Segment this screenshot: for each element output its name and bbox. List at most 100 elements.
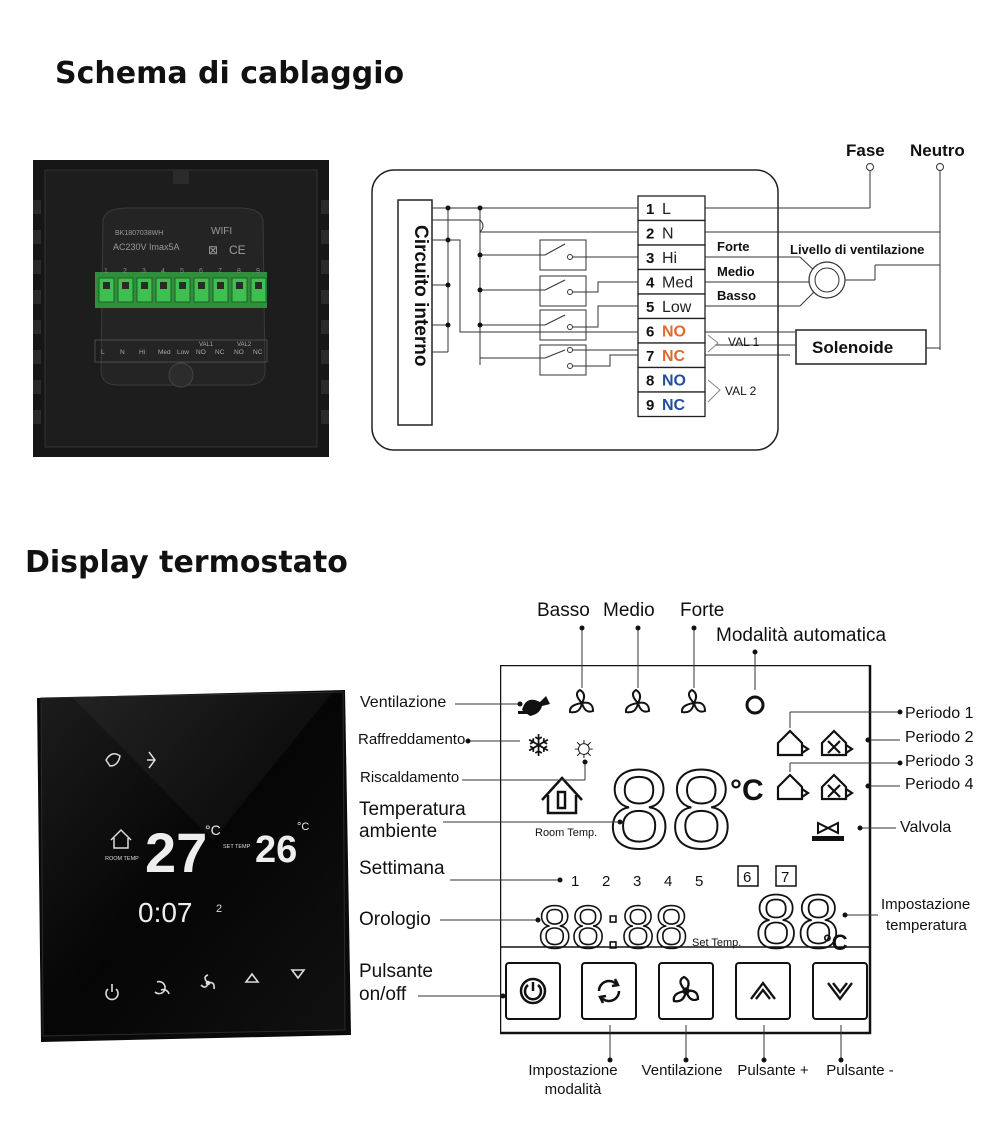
callout-imp-temp-1: Impostazione	[881, 896, 971, 913]
neutral-label: Neutro	[910, 141, 965, 160]
lcd-house-icon	[541, 776, 583, 815]
neutral-terminal	[936, 163, 944, 171]
back-pin-num: 9	[256, 268, 260, 275]
callout-pulsante-1: Pulsante	[359, 961, 433, 982]
lcd-fan-icon	[624, 688, 651, 714]
callout-raffreddamento: Raffreddamento	[358, 731, 466, 748]
callout-riscaldamento: Riscaldamento	[360, 769, 460, 786]
front-weekday: 2	[216, 903, 222, 915]
front-down-icon	[290, 969, 306, 980]
callout-pulsante-piu: Pulsante +	[737, 1062, 809, 1079]
callout-imp-temp-2: temperatura	[886, 917, 967, 934]
callout-periodo-3: Periodo 3	[905, 753, 974, 770]
back-pin-num: 7	[218, 268, 222, 275]
back-pin-num: 4	[161, 268, 165, 275]
terminal-num: 2	[646, 226, 654, 243]
solenoid-box	[795, 329, 927, 365]
back-pin-num: 3	[142, 268, 146, 275]
back-pin-label: Hi	[139, 349, 145, 356]
back-terminal	[155, 277, 172, 303]
lcd-big-unit: °C	[730, 774, 764, 807]
lcd-auto-icon	[745, 695, 765, 715]
svg-text:⊠: ⊠	[208, 243, 218, 257]
speed-forte: Forte	[717, 239, 750, 254]
lcd-fan-icon	[568, 688, 595, 714]
front-mode-icon	[154, 980, 170, 995]
callout-forte: Forte	[680, 600, 725, 621]
terminal-label: NC	[662, 348, 686, 365]
back-pin-label: NO	[196, 349, 206, 356]
back-pin-label: Med	[158, 349, 171, 356]
front-up-icon	[244, 972, 260, 983]
speed-medio: Medio	[717, 264, 755, 279]
lcd-room-temp-label: Room Temp.	[535, 827, 597, 839]
terminal-label: NO	[662, 373, 686, 390]
val2-label: VAL 2	[725, 384, 757, 398]
callout-medio: Medio	[603, 600, 655, 621]
lcd-weekday: 4	[664, 873, 672, 890]
lcd-period-icon	[820, 773, 854, 801]
back-terminal	[212, 277, 229, 303]
callout-pulsante-meno: Pulsante -	[826, 1062, 894, 1079]
display-heading: Display termostato	[25, 545, 348, 580]
lcd-weekday: 2	[602, 873, 610, 890]
back-pin-label: L	[101, 349, 105, 356]
front-set-temp-label: SET TEMP	[223, 844, 251, 850]
terminal-label: N	[662, 226, 674, 243]
terminal-num: 8	[646, 373, 654, 390]
terminal-num: 9	[646, 397, 654, 414]
lcd-snowflake-icon: ❄	[526, 730, 551, 763]
back-pin-num: 5	[180, 268, 184, 275]
model-label: BK1807038WH	[115, 230, 163, 237]
terminal-label: Hi	[662, 250, 677, 267]
callout-periodo-1: Periodo 1	[905, 705, 974, 722]
front-room-unit: °C	[205, 822, 221, 838]
front-clock: 0:07	[138, 897, 193, 928]
lcd-weekday: 1	[571, 873, 579, 890]
front-power-icon	[105, 984, 119, 1001]
lcd-valve-icon	[812, 821, 844, 841]
back-group-label: VAL1	[199, 342, 214, 348]
phase-terminal	[866, 163, 874, 171]
lcd-fan-button-icon	[672, 975, 700, 1003]
terminal-6	[637, 317, 706, 344]
front-set-unit: °C	[297, 821, 309, 833]
back-pin-num: 1	[104, 268, 108, 275]
val1-label: VAL 1	[728, 335, 760, 349]
lcd-set-unit: °C	[823, 930, 848, 955]
back-pin-label: NC	[253, 349, 263, 356]
lcd-period-icon	[776, 729, 810, 757]
terminal-num: 3	[646, 250, 654, 267]
callout-pulsante-2: on/off	[359, 984, 407, 1005]
callout-imp-mod-2: modalità	[544, 1081, 602, 1098]
fan-motor-icon	[808, 261, 846, 299]
callout-basso: Basso	[537, 600, 590, 621]
terminal-num: 7	[646, 348, 654, 365]
schematic-frame	[371, 169, 779, 451]
terminal-label: NO	[662, 324, 686, 341]
callout-settimana: Settimana	[359, 858, 445, 879]
lcd-sun-icon: ☼	[570, 730, 598, 763]
terminal-num: 5	[646, 299, 654, 316]
terminal-2	[637, 219, 706, 246]
back-pin-label: NO	[234, 349, 244, 356]
callout-ventilazione-btn: Ventilazione	[641, 1062, 723, 1079]
lcd-set-digits: 88	[755, 880, 840, 965]
front-house-icon	[110, 828, 132, 849]
lcd-vent-icon	[518, 696, 550, 716]
callout-periodo-2: Periodo 2	[905, 729, 974, 746]
back-terminal	[117, 277, 134, 303]
phase-label: Fase	[846, 141, 885, 160]
speed-basso: Basso	[717, 288, 756, 303]
lcd-up-icon	[750, 981, 776, 1000]
lcd-weekday: 5	[695, 873, 703, 890]
wiring-heading: Schema di cablaggio	[55, 56, 405, 91]
internal-circuit-label: Circuito interno	[410, 225, 431, 366]
wifi-label: WIFI	[211, 226, 232, 237]
callout-imp-mod-1: Impostazione	[528, 1062, 618, 1079]
terminal-label: L	[662, 201, 671, 218]
terminal-9	[637, 391, 706, 418]
